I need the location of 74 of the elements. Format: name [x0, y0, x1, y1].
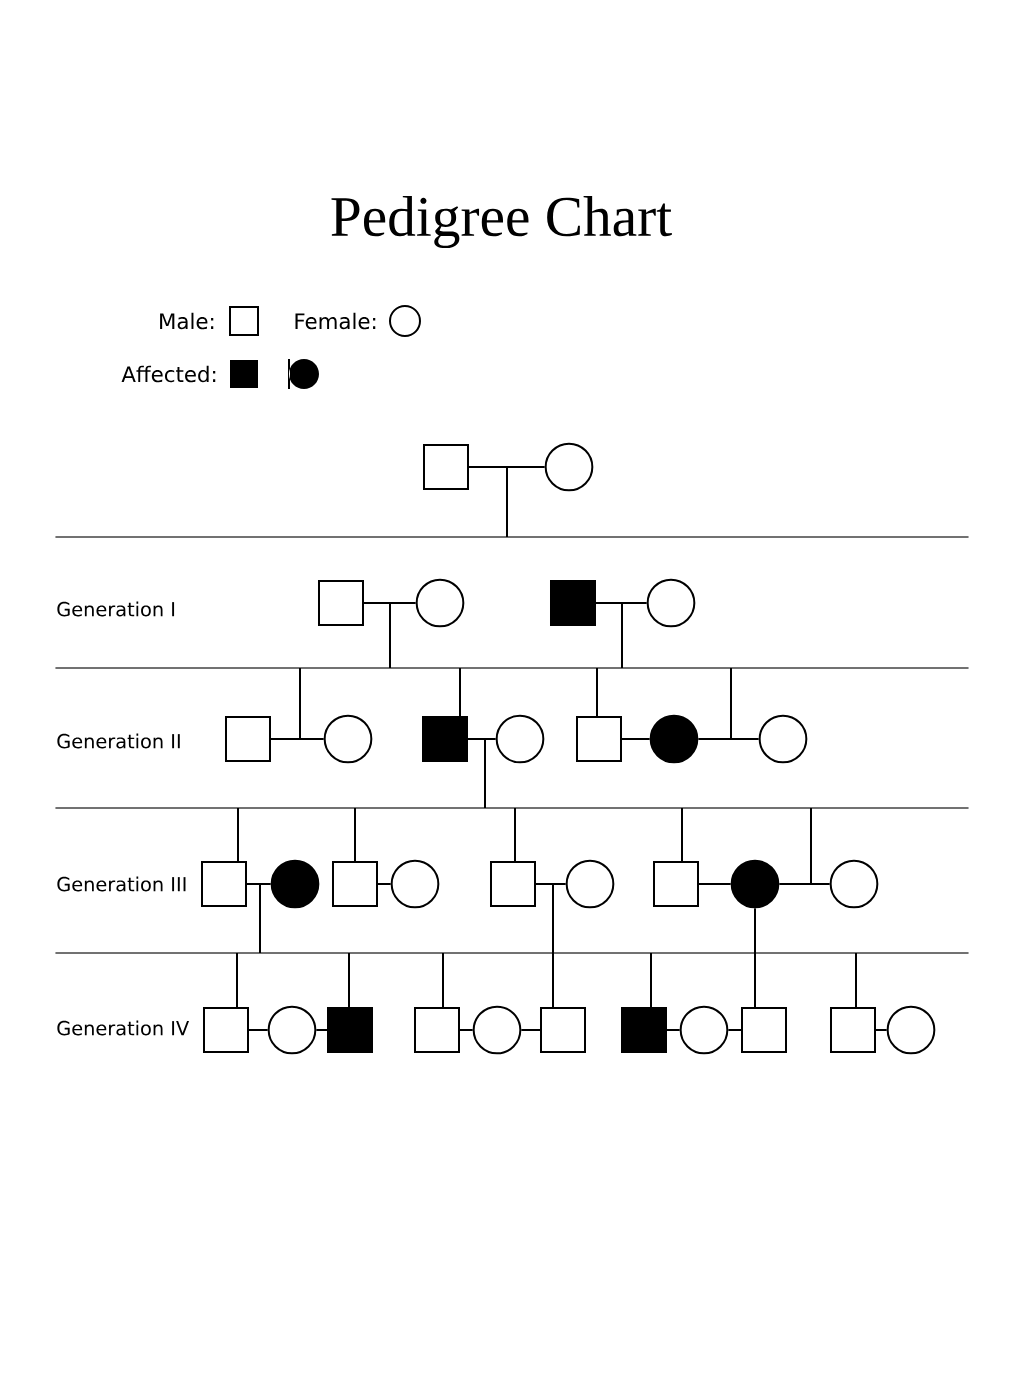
sibship-line — [55, 536, 969, 538]
descent-line — [348, 952, 350, 1008]
generation-label: Generation II — [57, 733, 180, 749]
circle-symbol — [323, 714, 373, 764]
circle-symbol — [646, 578, 696, 628]
square-symbol — [318, 580, 364, 626]
mating-line — [248, 1029, 269, 1031]
descent-line — [467, 738, 497, 809]
square-symbol — [203, 1007, 249, 1053]
mating-line — [875, 1029, 888, 1031]
square-symbol — [741, 1007, 787, 1053]
mating-line — [698, 883, 732, 885]
generation-label: Generation I — [57, 601, 175, 617]
filled-circle-symbol — [649, 714, 699, 764]
circle-symbol — [544, 442, 594, 492]
mating-line — [315, 1029, 328, 1031]
square-symbol — [830, 1007, 876, 1053]
descent-line — [595, 602, 648, 669]
legend-label: Affected: — [121, 365, 216, 383]
descent-line — [468, 466, 546, 538]
circle-symbol — [829, 859, 879, 909]
descent-line — [778, 807, 831, 885]
square-symbol — [225, 716, 271, 762]
descent-line — [514, 807, 516, 862]
legend-label: Female: — [295, 312, 376, 330]
circle-symbol — [495, 714, 545, 764]
filled-square-symbol — [327, 1007, 373, 1053]
circle-symbol — [679, 1005, 729, 1055]
descent-line — [363, 602, 417, 669]
square-symbol — [490, 861, 536, 907]
circle-symbol — [565, 859, 615, 909]
mating-line — [520, 1029, 541, 1031]
filled-circle-symbol — [270, 859, 320, 909]
circle-symbol — [472, 1005, 522, 1055]
title: Pedigree Chart — [331, 195, 672, 249]
descent-line — [596, 667, 598, 717]
descent-line — [697, 667, 760, 740]
mating-line — [666, 1029, 681, 1031]
descent-line — [354, 807, 356, 862]
mating-line — [459, 1029, 474, 1031]
descent-line — [246, 883, 272, 954]
sibship-line — [55, 807, 969, 809]
descent-line — [236, 952, 238, 1008]
square-symbol — [576, 716, 622, 762]
filled-square-symbol — [422, 716, 468, 762]
filled-square-symbol — [550, 580, 596, 626]
descent-line — [535, 883, 567, 1008]
circle-symbol — [390, 859, 440, 909]
descent-line — [459, 667, 461, 717]
circle-symbol — [758, 714, 808, 764]
square-symbol — [423, 444, 469, 490]
circle-symbol — [267, 1005, 317, 1055]
descent-line — [237, 807, 239, 862]
sibship-line — [55, 952, 969, 954]
mating-line — [727, 1029, 742, 1031]
mating-line — [621, 738, 651, 740]
descent-line — [650, 952, 652, 1008]
filled-square-symbol — [621, 1007, 667, 1053]
square-symbol — [332, 861, 378, 907]
mating-line — [377, 883, 392, 885]
circle-symbol — [886, 1005, 936, 1055]
descent-line — [681, 807, 683, 862]
square-symbol — [201, 861, 247, 907]
square-symbol — [653, 861, 699, 907]
square-symbol — [414, 1007, 460, 1053]
square-symbol — [540, 1007, 586, 1053]
sibship-line — [55, 667, 969, 669]
descent-line — [442, 952, 444, 1008]
circle-symbol — [415, 578, 465, 628]
descent-line — [855, 952, 857, 1008]
descent-line — [754, 907, 756, 1008]
legend-label: Male: — [160, 312, 214, 330]
filled-circle-symbol — [730, 859, 780, 909]
descent-line — [270, 667, 325, 740]
